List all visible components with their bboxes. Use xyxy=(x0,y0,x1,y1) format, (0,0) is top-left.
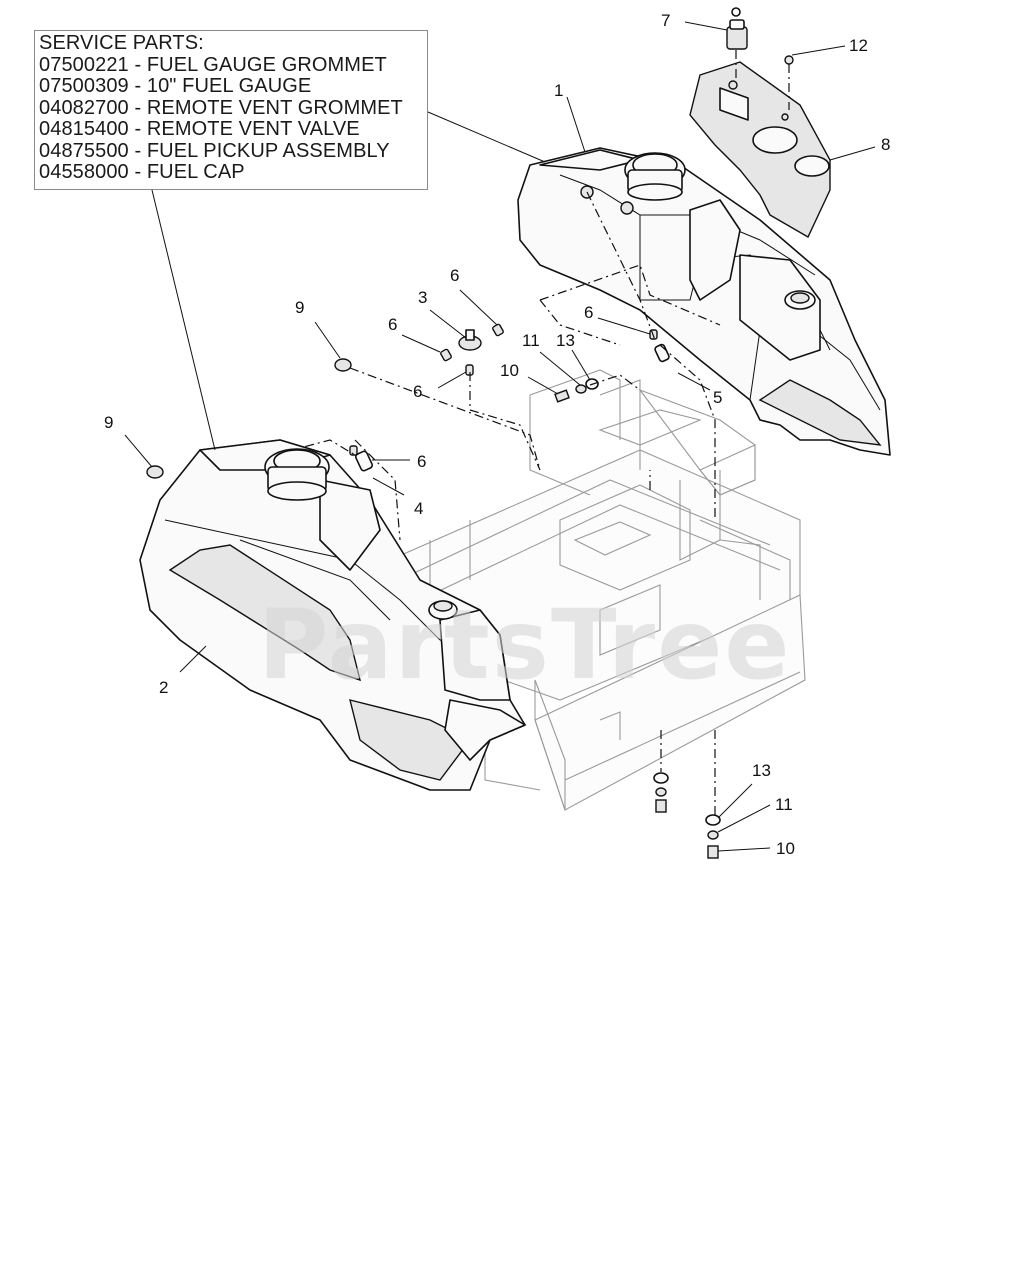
callout-2: 2 xyxy=(159,678,168,697)
service-parts-box: SERVICE PARTS: 07500221 - FUEL GAUGE GRO… xyxy=(34,30,428,190)
service-part-line: 04815400 - REMOTE VENT VALVE xyxy=(39,118,360,140)
fuel-tank-left xyxy=(139,439,526,791)
service-parts-heading: SERVICE PARTS: xyxy=(39,32,204,54)
callout-6: 6 xyxy=(450,266,459,285)
callout-leaders xyxy=(124,21,876,852)
callout-1: 1 xyxy=(554,81,563,100)
callout-4: 4 xyxy=(414,499,423,518)
fuel-gauge-7 xyxy=(726,7,748,50)
callout-6: 6 xyxy=(417,452,426,471)
screw-12 xyxy=(784,55,794,65)
callout-12: 12 xyxy=(849,36,868,55)
callout-11: 11 xyxy=(775,795,793,814)
callout-8: 8 xyxy=(881,135,890,154)
fuel-cap-right xyxy=(624,152,686,201)
fuel-tank-right xyxy=(517,147,891,456)
service-part-line: 07500309 - 10" FUEL GAUGE xyxy=(39,75,312,97)
assembly-lines xyxy=(179,50,790,815)
service-part-line: 04875500 - FUEL PICKUP ASSEMBLY xyxy=(39,139,390,162)
callout-13: 13 xyxy=(556,331,575,350)
vent-valve-3 xyxy=(458,329,482,351)
callout-6: 6 xyxy=(413,382,422,401)
bolt-washer-set-lower xyxy=(653,772,721,859)
callout-7: 7 xyxy=(661,11,670,30)
grommet-9-lower xyxy=(146,465,164,479)
callout-6: 6 xyxy=(584,303,593,322)
hose-fittings xyxy=(349,323,670,472)
callout-3: 3 xyxy=(418,288,427,307)
gauge-panel-bracket xyxy=(689,61,831,238)
callout-9: 9 xyxy=(295,298,304,317)
callout-11: 11 xyxy=(522,331,540,350)
fuel-gauge-right xyxy=(784,290,816,310)
callout-9: 9 xyxy=(104,413,113,432)
callout-10: 10 xyxy=(500,361,519,380)
service-part-line: 07500221 - FUEL GAUGE GROMMET xyxy=(39,53,387,76)
callout-13: 13 xyxy=(752,761,771,780)
callout-10: 10 xyxy=(776,839,795,858)
service-part-line: 04558000 - FUEL CAP xyxy=(39,161,245,183)
fuel-cap-left xyxy=(264,448,330,501)
callout-labels: 1 2 3 4 5 6 6 6 6 6 7 8 9 9 10 10 11 11 … xyxy=(104,11,890,858)
fuel-gauge-left xyxy=(428,600,458,620)
callout-6: 6 xyxy=(388,315,397,334)
grommet-9-upper xyxy=(334,358,352,372)
parts-tree-watermark: PartsTree xyxy=(258,589,791,701)
callout-5: 5 xyxy=(713,388,722,407)
service-part-line: 04082700 - REMOTE VENT GROMMET xyxy=(39,96,403,119)
